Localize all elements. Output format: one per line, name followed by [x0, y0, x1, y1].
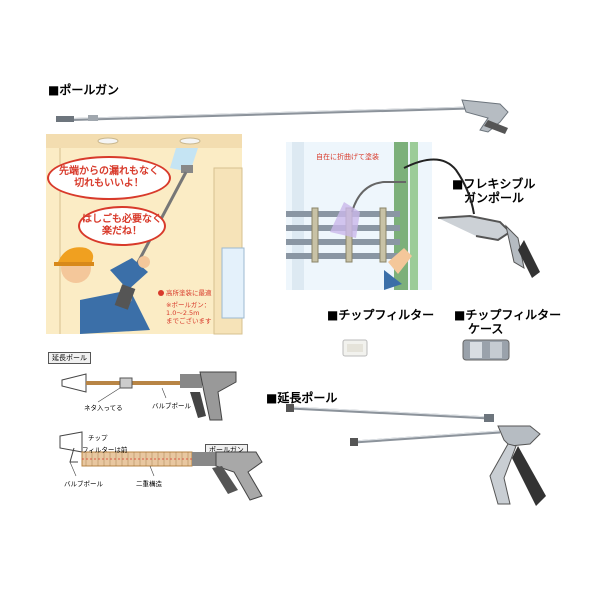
heading-pole-gun: ■ポールガン: [48, 83, 119, 97]
flexible-pole: [351, 181, 406, 213]
diagram-1-title: 延長ポール: [48, 352, 91, 364]
heading-extension-pole: ■延長ポール: [266, 391, 338, 405]
worker-body: [80, 290, 150, 334]
heading-flexible-line2: ガンポール: [464, 191, 525, 205]
bubble-1-line2: 切れもいいよ！: [74, 178, 144, 189]
heading-case-line2: ケース: [468, 322, 504, 336]
height-note: 高所塗装に最適 ※ポールガン： 1.0〜2.5m までございます: [166, 289, 212, 325]
bubble-2-line1: はしごも必要なく: [82, 214, 162, 225]
heading-tip-filter-case: ■チップフィルター ケース: [454, 308, 561, 336]
label-tip: チップ: [88, 434, 108, 442]
extension-gun-handle: [489, 443, 517, 505]
label-valve-pole-2: バルブポール: [64, 480, 103, 488]
bubble-1-line1: 先端からの漏れもなく: [59, 166, 159, 177]
label-valve-pole-1: バルブポール: [152, 402, 191, 410]
hose: [403, 158, 475, 215]
speech-bubble-2: はしごも必要なく 楽だね！: [78, 206, 166, 246]
note-line-1: 高所塗装に最適: [166, 289, 212, 297]
heading-flexible-line1: ■フレキシブル: [452, 177, 536, 191]
label-filter: フィルターは前: [82, 446, 128, 454]
heading-tip-filter: ■チップフィルター: [327, 308, 435, 322]
pole-gun-shape: [55, 99, 509, 134]
note-line-4: までございます: [166, 317, 212, 325]
worker-hat: [58, 247, 94, 266]
extension-pole-short: [353, 430, 501, 444]
label-screw: ネタ入ってる: [84, 404, 123, 412]
bubble-2-line2: 楽だね！: [102, 226, 142, 237]
label-double-structure: 二重構造: [136, 480, 162, 488]
red-dot-marker: [158, 290, 164, 296]
speech-bubble-1: 先端からの漏れもなく 切れもいいよ！: [47, 156, 171, 200]
tip-filter-case-photo: [462, 339, 510, 361]
tip-filter-photo: [342, 339, 368, 357]
extension-pole-long: [289, 406, 491, 420]
flex-note: 自在に折曲げて塗装: [316, 153, 379, 161]
note-line-3: 1.0〜2.5m: [166, 309, 200, 317]
flex-gun-handle: [505, 224, 525, 270]
heading-flexible-gun-pole: ■フレキシブル ガンポール: [452, 177, 535, 205]
heading-case-line1: ■チップフィルター: [454, 308, 562, 322]
pole-gun-nozzle: [56, 116, 74, 122]
note-line-2: ※ポールガン：: [166, 301, 211, 309]
